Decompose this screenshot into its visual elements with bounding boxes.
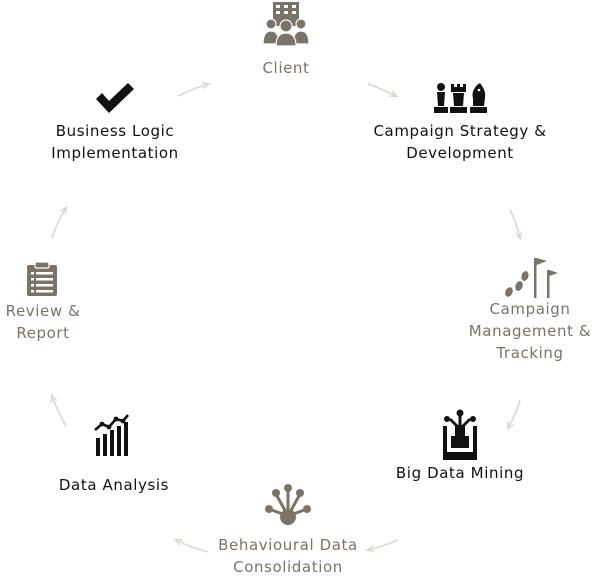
clipboard-icon <box>27 262 57 296</box>
step-label: Business Logic Implementation <box>51 122 179 162</box>
checkmark-icon <box>96 83 134 113</box>
arrow-strategy-to-management <box>509 209 520 238</box>
step-big-data-mining: Big Data Mining <box>385 408 535 484</box>
arrow-client-to-strategy <box>367 83 396 96</box>
arrow-analysis-to-review <box>52 396 67 427</box>
step-behavioural-consolidation: Behavioural Data Consolidation <box>196 484 380 578</box>
arrow-consolidation-to-analysis <box>176 540 209 553</box>
arrow-management-to-mining <box>508 399 521 428</box>
step-business-logic: Business Logic Implementation <box>40 82 190 164</box>
step-label: Big Data Mining <box>395 464 525 482</box>
building-people-icon <box>263 2 309 47</box>
step-review-report: Review & Report <box>0 262 86 344</box>
data-mining-icon <box>443 409 477 460</box>
step-label: Campaign Management & Tracking <box>468 300 592 362</box>
bar-chart-icon <box>94 414 129 456</box>
step-label: Campaign Strategy & Development <box>373 122 547 162</box>
footsteps-flags-icon <box>505 258 558 298</box>
step-label: Review & Report <box>5 302 81 342</box>
arrow-logic-to-client <box>177 84 208 97</box>
step-label: Data Analysis <box>58 476 170 494</box>
arrow-mining-to-consolidation <box>368 539 399 550</box>
step-campaign-management: Campaign Management & Tracking <box>455 256 600 364</box>
step-data-analysis: Data Analysis <box>40 412 188 496</box>
arrow-review-to-logic <box>51 208 66 239</box>
step-label: Client <box>262 59 310 77</box>
step-campaign-strategy: Campaign Strategy & Development <box>360 82 560 164</box>
chess-pieces-icon <box>434 83 487 113</box>
network-hub-icon <box>265 484 311 525</box>
step-client: Client <box>236 0 336 79</box>
step-label: Behavioural Data Consolidation <box>218 536 358 576</box>
